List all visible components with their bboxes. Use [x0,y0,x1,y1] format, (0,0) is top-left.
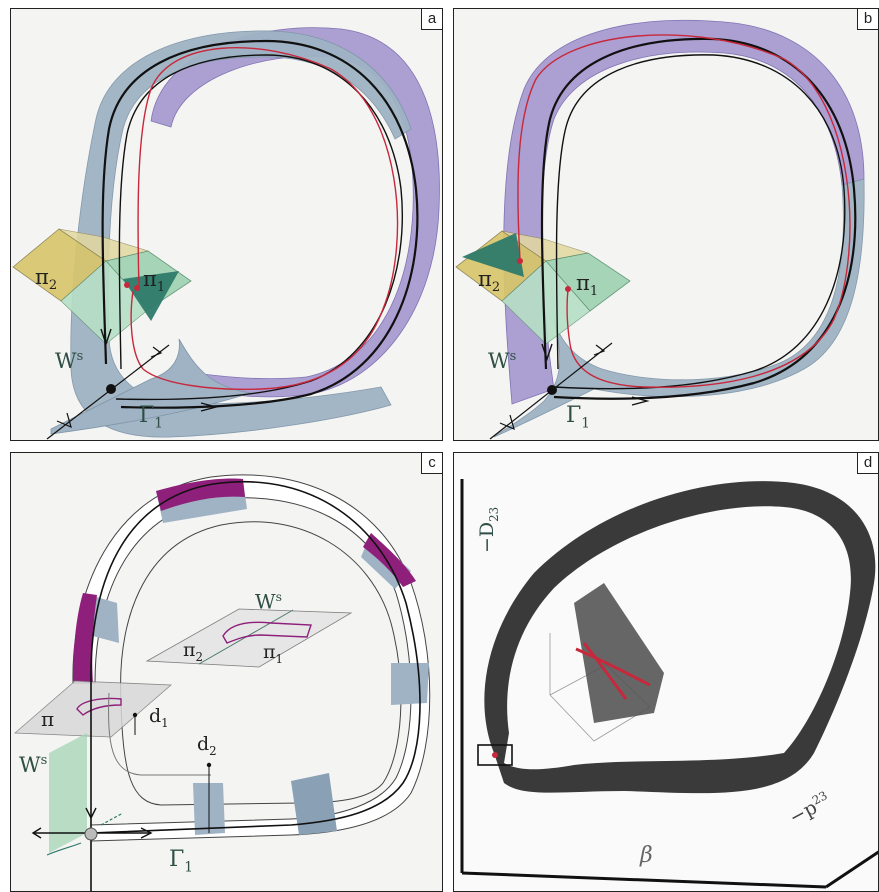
arrow-down [85,807,97,820]
arrow-gamma [631,396,650,406]
green-arrow [46,842,82,856]
label-pi1: π1 [576,271,599,300]
arrow-ws-down [100,328,112,347]
manifold-lower-flap [50,338,252,435]
unstable-manifold-blue-band [70,30,412,438]
homoclinic-orbit-inner [553,54,846,390]
label-pi2: π2 [478,267,501,296]
teal-wedge [462,233,524,277]
label-pi: π [41,707,55,731]
orbit-inner-gray [108,692,211,776]
label-pi2: π2 [35,265,58,294]
label-ws: Ws [55,349,84,373]
magenta-band-right [363,533,416,587]
panel-tag-b: b [857,9,878,30]
green-arrow-2 [100,812,124,826]
inset-red-curve-1 [575,647,651,687]
label-gamma1: Γ1 [139,403,163,432]
homoclinic-orbit [540,37,857,400]
red-point-1 [124,282,130,288]
tube-segment-4 [391,663,429,705]
red-point-1 [517,258,523,264]
orbit-gamma1 [90,481,421,891]
unstable-manifold-purple-band [150,27,440,398]
panel-c: c Ws π2 π1 π d1 d2 Ws Γ1 [10,452,443,892]
label-gamma1: Γ1 [169,847,193,876]
inset-red-curve-2 [582,642,628,700]
zoom-point [492,752,498,758]
label-ws: Ws [19,753,48,777]
red-trajectory [517,34,851,388]
arrow-upper-right [593,344,606,356]
inset-section [145,608,353,668]
label-pi1: π1 [263,641,283,666]
arrow-lower-left [499,414,515,431]
panel-a: a π2 π1 Ws Γ1 [10,8,443,441]
label-d1: d1 [149,705,169,730]
panel-b-figure [455,19,865,440]
inset-attractor [574,583,664,723]
label-gamma1: Γ1 [566,403,590,432]
panel-tag-c: c [421,453,442,474]
arrow-upper-right [150,346,163,358]
attractor-ring [484,481,876,794]
arrow-gamma [200,402,219,412]
axis-beta [461,871,827,889]
equilibrium-point [547,385,557,395]
panel-b: b π2 π1 Ws Γ1 [453,8,879,441]
tube-outer [72,474,431,842]
panel-a-figure [12,27,440,440]
arrow-lower-left [56,412,72,429]
d1-point [132,712,138,718]
inset-magenta-curve [222,621,312,644]
label-minus-d23: −D23 [476,506,501,553]
stable-manifold-sheet [49,733,87,853]
panel-c-figure [13,474,431,891]
panel-tag-a: a [421,9,442,30]
d2-point [206,762,212,768]
label-ws-inset: Ws [255,589,282,614]
zoom-box [477,744,513,766]
label-ws: Ws [488,349,517,373]
tube-segment-5 [291,773,337,835]
arrow-ws-down [541,343,553,362]
red-point-2 [565,286,571,292]
equilibrium-point [84,827,98,841]
panel-d: d −D23 β −p23 [453,452,879,892]
red-point-2 [134,285,140,291]
label-pi1: π1 [143,267,166,296]
label-d2: d2 [197,733,217,758]
equilibrium-point [106,384,116,394]
label-pi2: π2 [183,639,203,664]
magenta-band-top [156,478,245,511]
label-beta: β [640,843,653,868]
panel-tag-d: d [857,453,878,474]
homoclinic-orbit [101,39,419,409]
axis-p23 [825,850,878,889]
panel-d-figure [460,479,878,889]
arrow-right [140,827,153,839]
red-trajectory [130,47,399,391]
arrow-left [31,827,42,839]
section-magenta-curve [76,697,122,716]
teal-wedge [123,271,179,321]
